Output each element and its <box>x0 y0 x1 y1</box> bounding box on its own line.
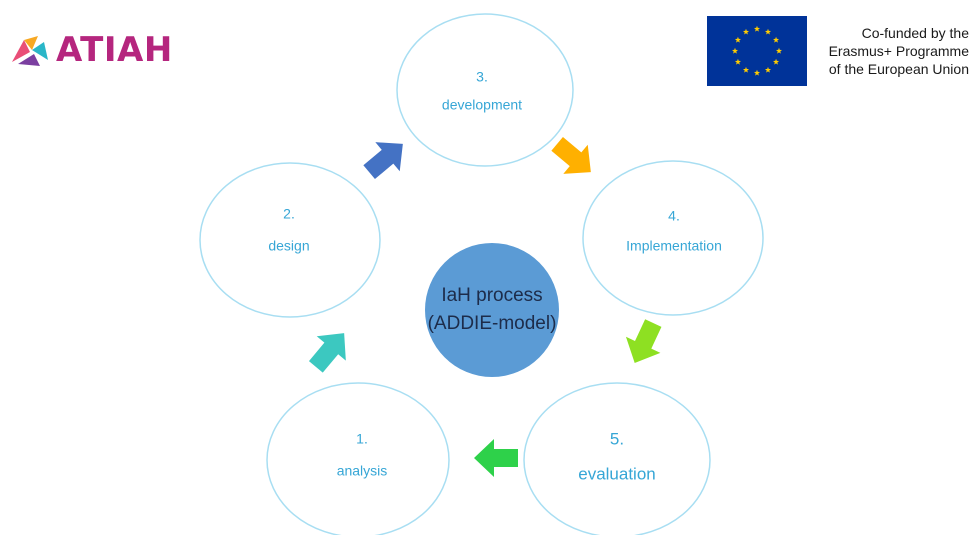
node-development: 3. development <box>396 13 574 167</box>
atiah-logo: ATIAH <box>10 30 173 70</box>
hub-label-line1: IaH process <box>441 285 542 306</box>
node-circle <box>396 13 574 167</box>
hub-label-line2: (ADDIE-model) <box>428 313 557 334</box>
eu-funding-text: Co-funded by the Erasmus+ Programme of t… <box>819 24 969 78</box>
node-label: evaluation <box>578 464 656 483</box>
eu-star-icon <box>773 36 780 43</box>
node-number: 4. <box>668 208 680 224</box>
eu-star-icon <box>734 58 741 65</box>
hub-circle <box>425 243 559 377</box>
node-label: design <box>268 238 309 254</box>
node-label: Implementation <box>626 238 722 254</box>
node-circle <box>199 162 381 318</box>
atiah-logo-text: ATIAH <box>56 30 173 70</box>
eu-funding-notice: Co-funded by the Erasmus+ Programme of t… <box>707 16 969 86</box>
eu-star-icon <box>764 28 772 35</box>
node-implementation: 4. Implementation <box>582 160 764 316</box>
node-number: 1. <box>356 431 368 447</box>
eu-star-icon <box>773 58 780 65</box>
node-number: 2. <box>283 206 295 222</box>
eu-text-line: Co-funded by the <box>861 25 969 41</box>
arrow-implementation-to-evaluation-icon <box>625 319 662 363</box>
node-number: 5. <box>610 429 624 448</box>
node-label: analysis <box>337 463 388 479</box>
eu-star-icon <box>775 47 783 54</box>
node-circle <box>523 382 711 535</box>
hub-node: IaH process (ADDIE-model) <box>425 243 559 377</box>
eu-star-icon <box>753 69 761 76</box>
arrow-development-to-implementation-icon <box>551 136 591 174</box>
arrow-analysis-to-design-icon <box>308 333 346 373</box>
arrow-evaluation-to-analysis-icon <box>474 439 518 477</box>
eu-star-icon <box>764 66 772 73</box>
eu-star-icon <box>734 36 741 43</box>
eu-flag-icon <box>707 16 807 86</box>
arrow-design-to-development-icon <box>363 142 403 180</box>
node-circle <box>582 160 764 316</box>
eu-text-line: of the European Union <box>828 61 969 77</box>
eu-text-line: Erasmus+ Programme <box>828 43 969 59</box>
node-circle <box>266 382 450 535</box>
node-analysis: 1. analysis <box>266 382 450 535</box>
atiah-triangle-logo-icon <box>12 36 48 66</box>
eu-star-icon <box>731 47 739 54</box>
cycle-arrows <box>308 136 662 477</box>
eu-star-icon <box>742 66 750 73</box>
node-evaluation: 5. evaluation <box>523 382 711 535</box>
node-number: 3. <box>476 69 488 85</box>
eu-star-icon <box>742 28 750 35</box>
node-design: 2. design <box>199 162 381 318</box>
eu-star-icon <box>753 25 761 32</box>
node-label: development <box>442 97 522 113</box>
